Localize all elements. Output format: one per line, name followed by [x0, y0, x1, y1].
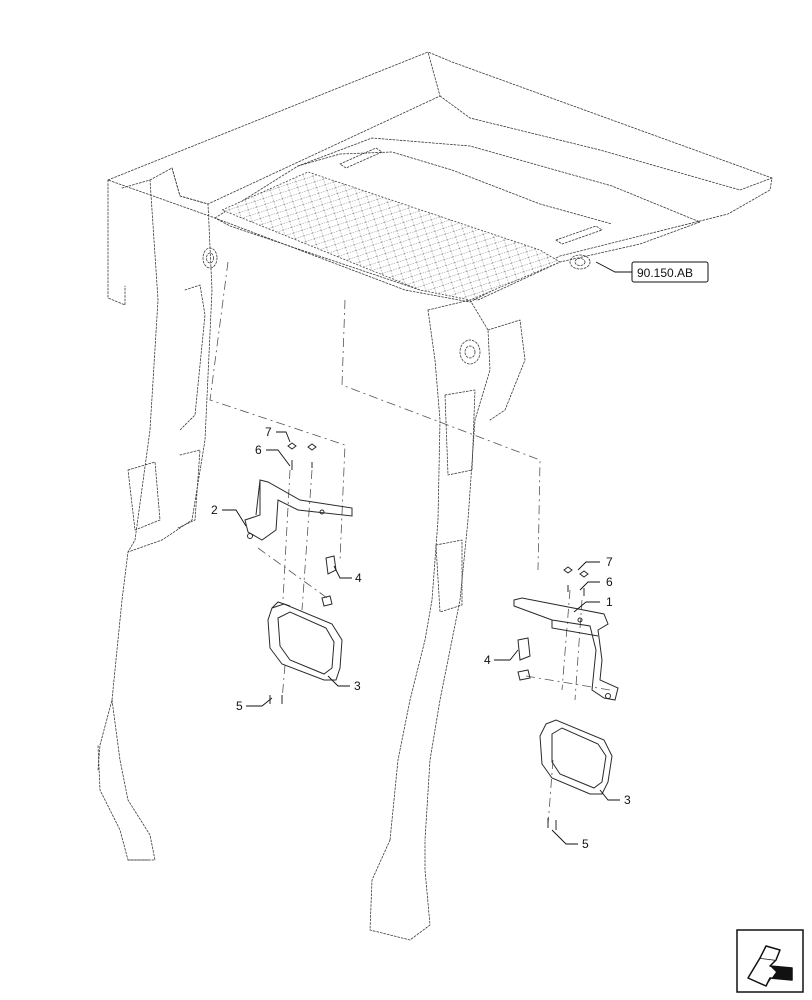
- callout-3-left: 3: [354, 679, 361, 693]
- callout-6-right: 6: [606, 575, 613, 589]
- callouts-left: 7 6 2 4 3 5: [211, 425, 362, 713]
- callouts-right: 7 6 1 4 3 5: [484, 555, 631, 851]
- right-pillar: [369, 299, 526, 941]
- reference-label: 90.150.AB: [637, 266, 693, 280]
- callout-5-right: 5: [582, 837, 589, 851]
- right-fasteners: [517, 566, 589, 830]
- callout-3-right: 3: [624, 793, 631, 807]
- left-bracket-part-2: [244, 479, 353, 541]
- callout-4-right: 4: [484, 653, 491, 667]
- left-mirror-part-3: [267, 601, 343, 681]
- callout-7-right: 7: [606, 555, 613, 569]
- callout-7-left: 7: [265, 425, 272, 439]
- right-bracket-part-1: [513, 597, 619, 701]
- leader-lines: [222, 261, 632, 845]
- callout-4-left: 4: [355, 571, 362, 585]
- guide-lines: [209, 261, 611, 826]
- callout-5-left: 5: [236, 699, 243, 713]
- callout-1-right: 1: [606, 595, 613, 609]
- callout-6-left: 6: [255, 443, 262, 457]
- page-turn-arrow-icon[interactable]: [736, 929, 804, 993]
- reference-link[interactable]: 90.150.AB: [631, 261, 709, 283]
- right-mirror-part-3: [539, 719, 613, 795]
- callout-2-left: 2: [211, 503, 218, 517]
- left-pillar: [97, 167, 213, 861]
